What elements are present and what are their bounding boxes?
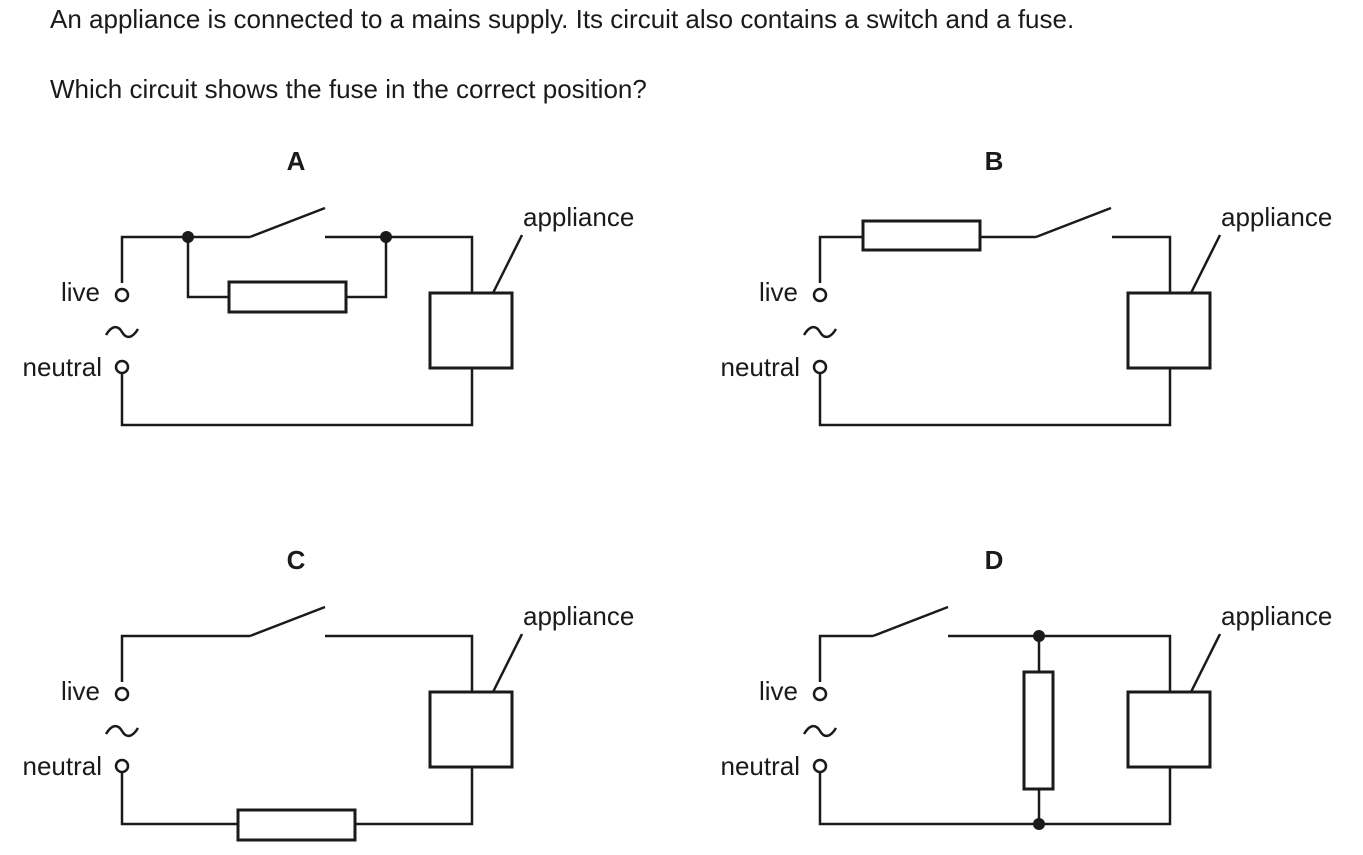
ac-symbol	[104, 724, 140, 738]
live-wire	[818, 634, 873, 682]
appliance-pointer	[1189, 633, 1222, 693]
neutral-wire	[818, 767, 1172, 826]
neutral-label: neutral	[721, 352, 801, 382]
neutral-label: neutral	[23, 751, 103, 781]
circuit-a: A appliance live neutral	[23, 146, 634, 427]
junction-dot	[380, 231, 392, 243]
wire	[1112, 235, 1172, 293]
appliance-box	[1126, 291, 1212, 370]
appliance-pointer	[491, 633, 524, 693]
junction-dot	[182, 231, 194, 243]
appliance-pointer	[1189, 234, 1222, 294]
neutral-wire	[120, 772, 238, 826]
neutral-terminal	[812, 758, 828, 774]
neutral-wire	[120, 368, 474, 427]
live-terminal	[114, 287, 130, 303]
live-terminal	[812, 287, 828, 303]
appliance-label: appliance	[523, 601, 634, 631]
fuse	[1022, 670, 1055, 791]
neutral-label: neutral	[23, 352, 103, 382]
appliance-pointer	[491, 234, 524, 294]
live-label: live	[759, 277, 798, 307]
live-wire	[120, 634, 250, 682]
circuit-c: C appliance live neutral	[23, 545, 634, 842]
appliance-label: appliance	[1221, 202, 1332, 232]
fuse	[861, 219, 982, 252]
ac-symbol	[104, 325, 140, 339]
neutral-wire	[355, 767, 474, 826]
appliance-box	[428, 291, 514, 370]
neutral-label: neutral	[721, 751, 801, 781]
option-letter: C	[287, 545, 306, 575]
appliance-box	[428, 690, 514, 769]
neutral-terminal	[114, 758, 130, 774]
switch	[249, 206, 326, 239]
live-label: live	[61, 676, 100, 706]
question-prompt: Which circuit shows the fuse in the corr…	[50, 74, 647, 104]
appliance-box	[1126, 690, 1212, 769]
wire	[325, 634, 474, 692]
neutral-terminal	[114, 359, 130, 375]
live-label: live	[759, 676, 798, 706]
question-stem: An appliance is connected to a mains sup…	[50, 4, 1075, 34]
ac-symbol	[802, 325, 838, 339]
fuse	[227, 280, 348, 314]
appliance-label: appliance	[1221, 601, 1332, 631]
option-letter: D	[985, 545, 1004, 575]
wire	[346, 237, 388, 299]
live-wire	[120, 235, 250, 283]
ac-symbol	[802, 724, 838, 738]
wire	[186, 237, 229, 299]
switch	[872, 605, 949, 638]
option-letter: A	[287, 146, 306, 176]
live-wire	[818, 235, 863, 283]
neutral-terminal	[812, 359, 828, 375]
live-label: live	[61, 277, 100, 307]
wire	[948, 634, 1172, 692]
neutral-wire	[818, 368, 1172, 427]
circuit-d: D appliance live neutral	[721, 545, 1332, 830]
wire	[325, 235, 474, 293]
junction-dot	[1033, 630, 1045, 642]
fuse	[236, 808, 357, 842]
circuit-b: B appliance live neutral	[721, 146, 1332, 427]
switch	[249, 605, 326, 638]
appliance-label: appliance	[523, 202, 634, 232]
switch	[1035, 206, 1112, 239]
live-terminal	[812, 686, 828, 702]
option-letter: B	[985, 146, 1004, 176]
live-terminal	[114, 686, 130, 702]
